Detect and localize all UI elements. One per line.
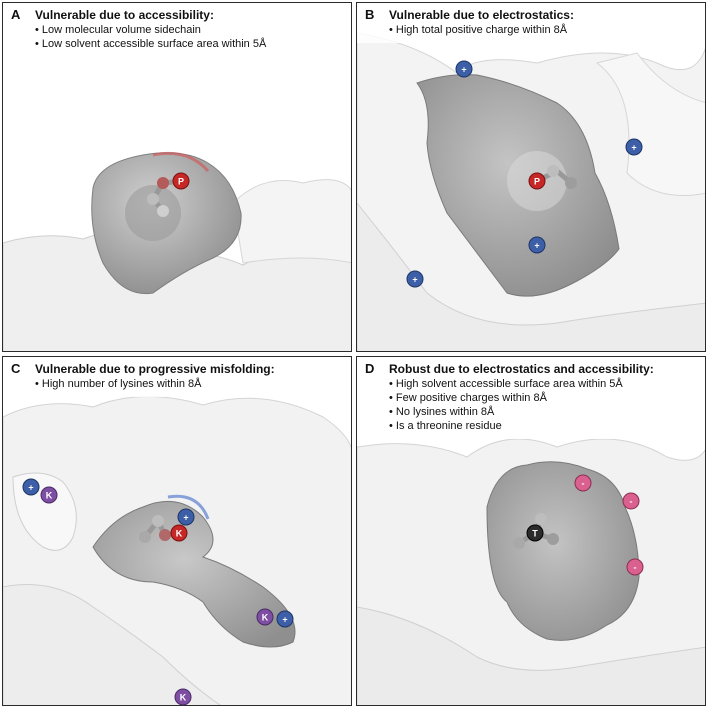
bullet-list: Low molecular volume sidechain Low solve… — [35, 23, 343, 51]
positive-charge-token: + — [22, 478, 40, 496]
negative-charge-token: - — [622, 492, 640, 510]
residue-token-proline: P — [172, 172, 190, 190]
atom-sphere — [157, 205, 169, 217]
svg-text:K: K — [176, 529, 183, 539]
lysine-token: K — [40, 486, 58, 504]
surface-render-c: K + + + K K K — [3, 395, 351, 705]
svg-text:K: K — [262, 613, 269, 623]
atom-sphere — [547, 533, 559, 545]
surface-render-b: P + + + + — [357, 32, 705, 351]
panel-letter: C — [11, 361, 21, 376]
svg-text:P: P — [178, 177, 184, 187]
residue-token-proline: P — [528, 172, 546, 190]
bullet-item: Low solvent accessible surface area with… — [35, 37, 343, 51]
svg-text:K: K — [46, 491, 53, 501]
positive-charge-token: + — [455, 60, 473, 78]
svg-text:+: + — [461, 65, 466, 75]
positive-charge-token: + — [177, 508, 195, 526]
atom-sphere — [547, 165, 559, 177]
bullet-item: High number of lysines within 8Å — [35, 377, 343, 391]
positive-charge-token: + — [406, 270, 424, 288]
svg-text:-: - — [634, 563, 637, 573]
svg-text:-: - — [582, 479, 585, 489]
residue-token-lysine: K — [170, 524, 188, 542]
svg-text:+: + — [631, 143, 636, 153]
svg-text:-: - — [630, 497, 633, 507]
lysine-token: K — [174, 688, 192, 705]
panel-a: P A Vulnerable due to accessibility: Low… — [2, 2, 352, 352]
surface-render-d: T - - - — [357, 438, 705, 705]
surface-render-a: P — [3, 151, 351, 351]
svg-text:P: P — [534, 177, 540, 187]
panel-letter: B — [365, 7, 375, 22]
bullet-item: Few positive charges within 8Å — [389, 391, 697, 405]
atom-sphere — [535, 513, 547, 525]
bullet-item: High solvent accessible surface area wit… — [389, 377, 697, 391]
svg-text:K: K — [180, 693, 187, 703]
bullet-item: High total positive charge within 8Å — [389, 23, 697, 37]
panel-c: K + + + K K K C Vulnerable due to — [2, 356, 352, 706]
residue-token-threonine: T — [526, 524, 544, 542]
svg-text:+: + — [282, 615, 287, 625]
negative-charge-token: - — [626, 558, 644, 576]
positive-charge-token: + — [625, 138, 643, 156]
caption-c: C Vulnerable due to progressive misfoldi… — [3, 357, 351, 397]
bullet-list: High number of lysines within 8Å — [35, 377, 343, 391]
bullet-item: No lysines within 8Å — [389, 405, 697, 419]
negative-charge-token: - — [574, 474, 592, 492]
atom-sphere — [513, 537, 525, 549]
panel-heading: Robust due to electrostatics and accessi… — [389, 362, 654, 376]
panel-heading: Vulnerable due to electrostatics: — [389, 8, 574, 22]
bullet-item: Low molecular volume sidechain — [35, 23, 343, 37]
panel-heading: Vulnerable due to accessibility: — [35, 8, 214, 22]
atom-sphere — [147, 193, 159, 205]
panel-letter: A — [11, 7, 21, 22]
atom-sphere — [159, 529, 171, 541]
panel-heading: Vulnerable due to progressive misfolding… — [35, 362, 275, 376]
positive-charge-token: + — [276, 610, 294, 628]
atom-sphere — [565, 177, 577, 189]
svg-text:T: T — [532, 529, 538, 539]
caption-d: D Robust due to electrostatics and acces… — [357, 357, 705, 439]
caption-b: B Vulnerable due to electrostatics: High… — [357, 3, 705, 43]
atom-sphere — [139, 531, 151, 543]
panel-d: T - - - D Robust due to electrostatics a… — [356, 356, 706, 706]
panel-b: P + + + + B Vulnerable due to electrosta… — [356, 2, 706, 352]
positive-charge-token: + — [528, 236, 546, 254]
atom-sphere — [157, 177, 169, 189]
lysine-token: K — [256, 608, 274, 626]
atom-sphere — [152, 515, 164, 527]
bullet-item: Is a threonine residue — [389, 419, 697, 433]
bullet-list: High solvent accessible surface area wit… — [389, 377, 697, 433]
svg-text:+: + — [183, 513, 188, 523]
bullet-list: High total positive charge within 8Å — [389, 23, 697, 37]
svg-text:+: + — [28, 483, 33, 493]
caption-a: A Vulnerable due to accessibility: Low m… — [3, 3, 351, 57]
svg-text:+: + — [412, 275, 417, 285]
panel-letter: D — [365, 361, 375, 376]
svg-text:+: + — [534, 241, 539, 251]
